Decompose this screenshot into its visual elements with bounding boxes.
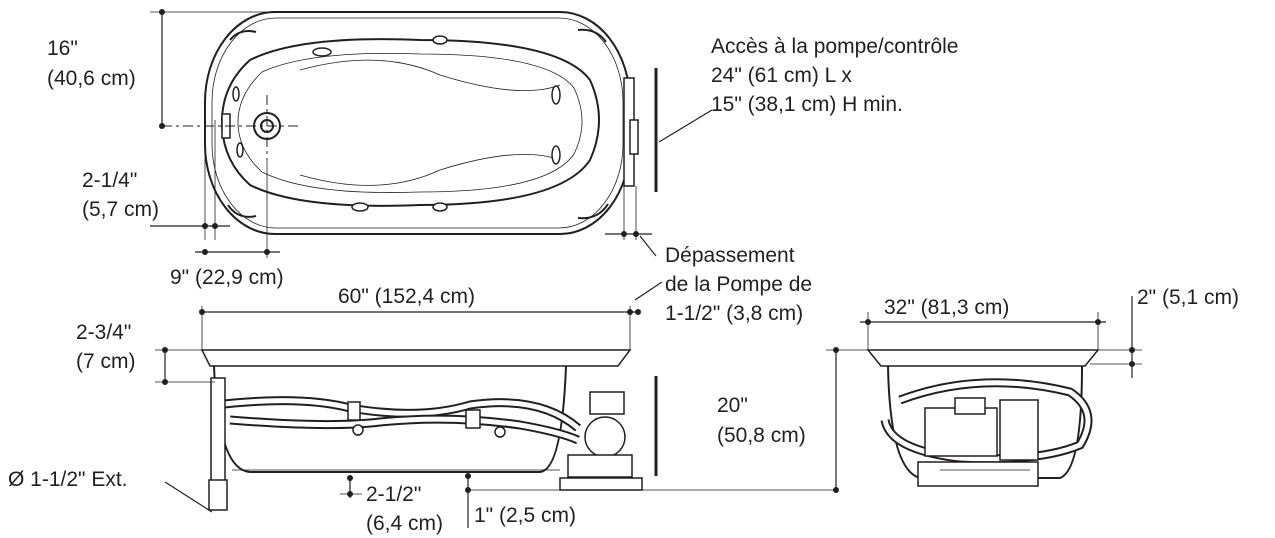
top-height-cm-label: (40,6 cm) (47, 67, 136, 90)
rim-height-in-label: 2-3/4" (76, 321, 131, 344)
overhang-line2: de la Pompe de (665, 273, 812, 296)
total-height-cm-label: (50,8 cm) (717, 424, 806, 447)
total-height-in-label: 20" (717, 394, 748, 417)
pipe-diameter-label: Ø 1-1/2" Ext. (8, 468, 128, 491)
access-line1: Accès à la pompe/contrôle (711, 35, 958, 58)
plan-view-tub (162, 11, 713, 235)
drain-height-cm-label: (6,4 cm) (366, 512, 443, 535)
side-view-dimensions (155, 281, 835, 528)
drain-offset-in-label: 2-1/4" (82, 169, 137, 192)
width-label: 32" (81,3 cm) (884, 296, 1009, 319)
access-line2: 24" (61 cm) L x (711, 64, 852, 87)
drain-offset-cm-label: (5,7 cm) (82, 198, 159, 221)
drain-height-in-label: 2-1/2" (366, 483, 421, 506)
top-height-in-label: 16" (47, 37, 78, 60)
base-offset-label: 1" (2,5 cm) (474, 504, 576, 527)
overhang-line3: 1-1/2" (3,8 cm) (665, 302, 803, 325)
overhang-line1: Dépassement (665, 244, 795, 267)
dimension-labels: 16" (40,6 cm) 2-1/4" (5,7 cm) 9" (22,9 c… (8, 35, 1239, 535)
access-line3: 15" (38,1 cm) H min. (711, 93, 903, 116)
drain-center-label: 9" (22,9 cm) (170, 266, 284, 289)
side-view-tub (200, 349, 658, 511)
length-label: 60" (152,4 cm) (338, 285, 475, 308)
end-view-tub (866, 349, 1100, 487)
end-view-dimensions (826, 296, 1142, 493)
rim-top-label: 2" (5,1 cm) (1137, 286, 1239, 309)
rim-height-cm-label: (7 cm) (76, 350, 136, 373)
plan-view-dimensions (150, 9, 657, 258)
